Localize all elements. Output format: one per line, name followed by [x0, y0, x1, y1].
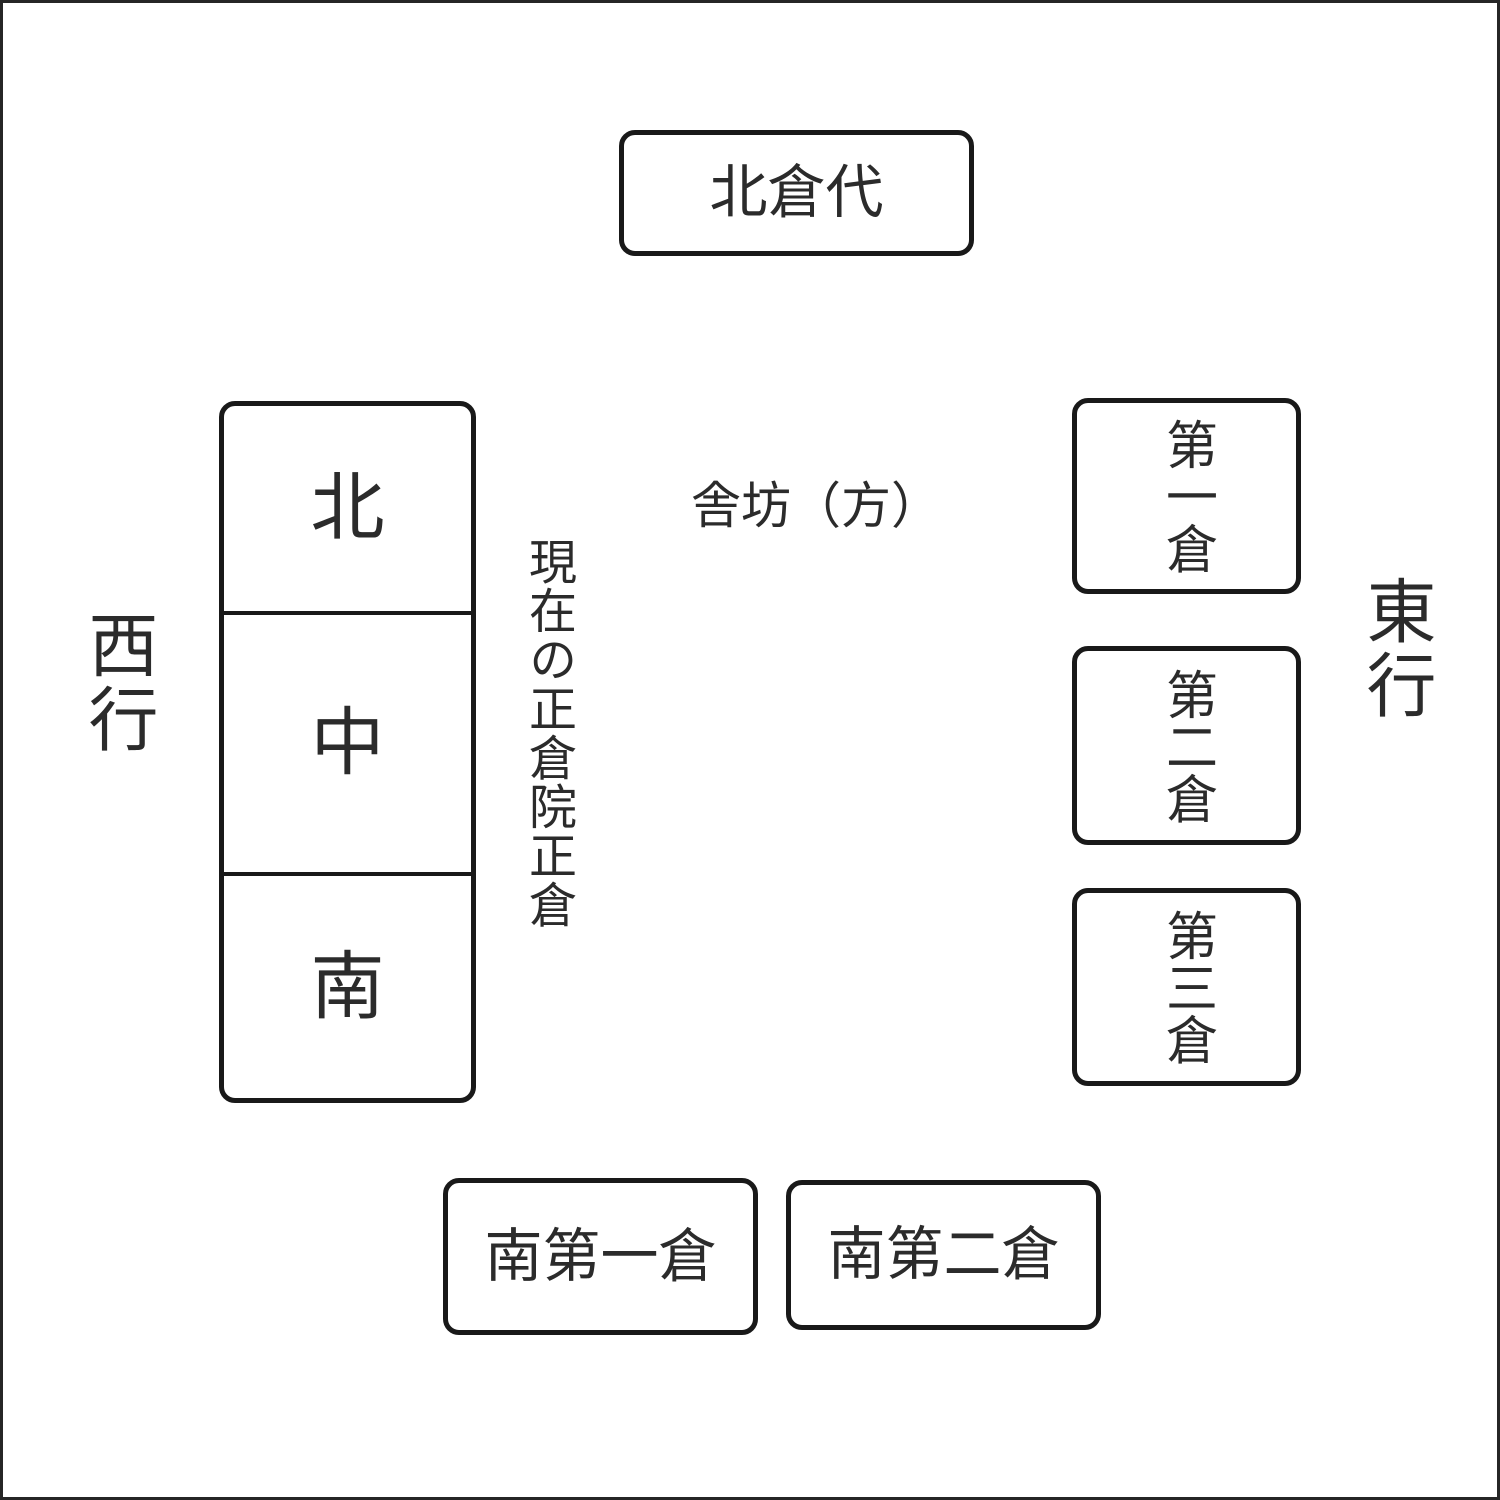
east-store-box-1: 第一倉 — [1072, 398, 1301, 594]
south-store-box-1: 南第一倉 — [443, 1178, 758, 1335]
main-section-middle: 中 — [224, 610, 471, 872]
main-storehouse-box: 北 中 南 — [219, 401, 476, 1103]
east-store-1-label: 第一倉 — [1157, 418, 1216, 574]
main-section-middle-label: 中 — [310, 701, 385, 785]
south-store-1-label: 南第一倉 — [484, 1223, 717, 1289]
west-row-label: 西行 — [79, 609, 157, 757]
east-row-label: 東行 — [1357, 575, 1435, 723]
east-store-3-label: 第三倉 — [1157, 909, 1216, 1065]
south-store-2-label: 南第二倉 — [827, 1222, 1060, 1287]
center-label: 舎坊（方） — [691, 478, 941, 534]
north-annex-box: 北倉代 — [619, 130, 974, 256]
main-section-north: 北 — [224, 406, 471, 611]
east-store-box-3: 第三倉 — [1072, 888, 1301, 1086]
main-storehouse-caption: 現在の正倉院正倉 — [521, 537, 574, 929]
east-store-2-label: 第二倉 — [1157, 667, 1216, 824]
south-store-box-2: 南第二倉 — [786, 1180, 1101, 1330]
main-section-north-label: 北 — [310, 466, 385, 550]
main-section-south-label: 南 — [310, 944, 385, 1028]
main-section-south: 南 — [224, 871, 471, 1098]
north-annex-label: 北倉代 — [709, 160, 884, 225]
east-store-box-2: 第二倉 — [1072, 646, 1301, 845]
